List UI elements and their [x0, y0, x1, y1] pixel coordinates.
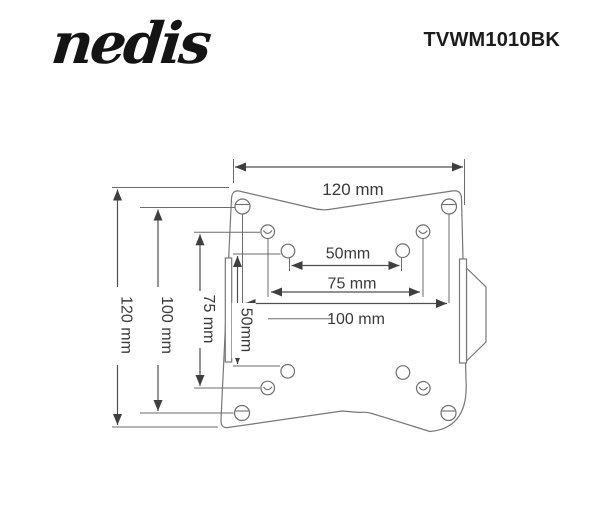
dim-label: 50mm	[326, 246, 370, 263]
dim-hole-spacing-75-vertical: 75 mm	[194, 234, 220, 386]
right-rail	[458, 258, 468, 364]
mounting-hole	[395, 365, 411, 380]
dim-label: 50mm	[238, 308, 255, 352]
vesa-75-holes	[260, 224, 431, 396]
mounting-hole	[260, 224, 276, 240]
left-rail	[224, 257, 233, 363]
dim-hole-spacing-75-horizontal: 75 mm	[271, 276, 420, 297]
dim-label: 120 mm	[118, 296, 135, 354]
dim-hole-spacing-100-vertical: 100 mm	[152, 209, 178, 411]
mounting-hole	[395, 243, 411, 259]
product-code: TVWM1010BK	[423, 29, 560, 51]
vesa-50-holes	[280, 243, 411, 380]
mounting-hole	[415, 224, 431, 240]
mounting-hole	[234, 198, 251, 215]
dim-label: 120 mm	[322, 180, 383, 199]
dim-label: 75 mm	[200, 295, 217, 344]
wall-bracket-tab	[465, 266, 487, 363]
mounting-hole	[440, 198, 458, 215]
mounting-hole	[415, 380, 431, 396]
dim-overall-width: 120 mm	[235, 162, 463, 199]
hole-extension-lines	[242, 214, 450, 303]
dim-label: 75 mm	[328, 276, 377, 293]
dim-hole-spacing-50-vertical: 50mm	[231, 256, 256, 364]
dim-label: 100 mm	[158, 296, 175, 354]
mounting-hole	[440, 404, 457, 422]
dim-hole-spacing-100-horizontal: 100 mm	[244, 299, 447, 328]
dim-overall-height: 120 mm	[111, 189, 138, 425]
vesa-100-holes	[233, 198, 458, 422]
mounting-hole	[233, 404, 251, 422]
mounting-hole	[280, 243, 296, 259]
mounting-hole	[280, 363, 296, 379]
dimension-extension-lines	[112, 159, 465, 428]
vesa-rails	[224, 257, 468, 364]
mounting-hole	[260, 380, 276, 396]
dim-label: 100 mm	[327, 311, 385, 328]
dim-hole-spacing-50-horizontal: 50mm	[291, 246, 400, 270]
